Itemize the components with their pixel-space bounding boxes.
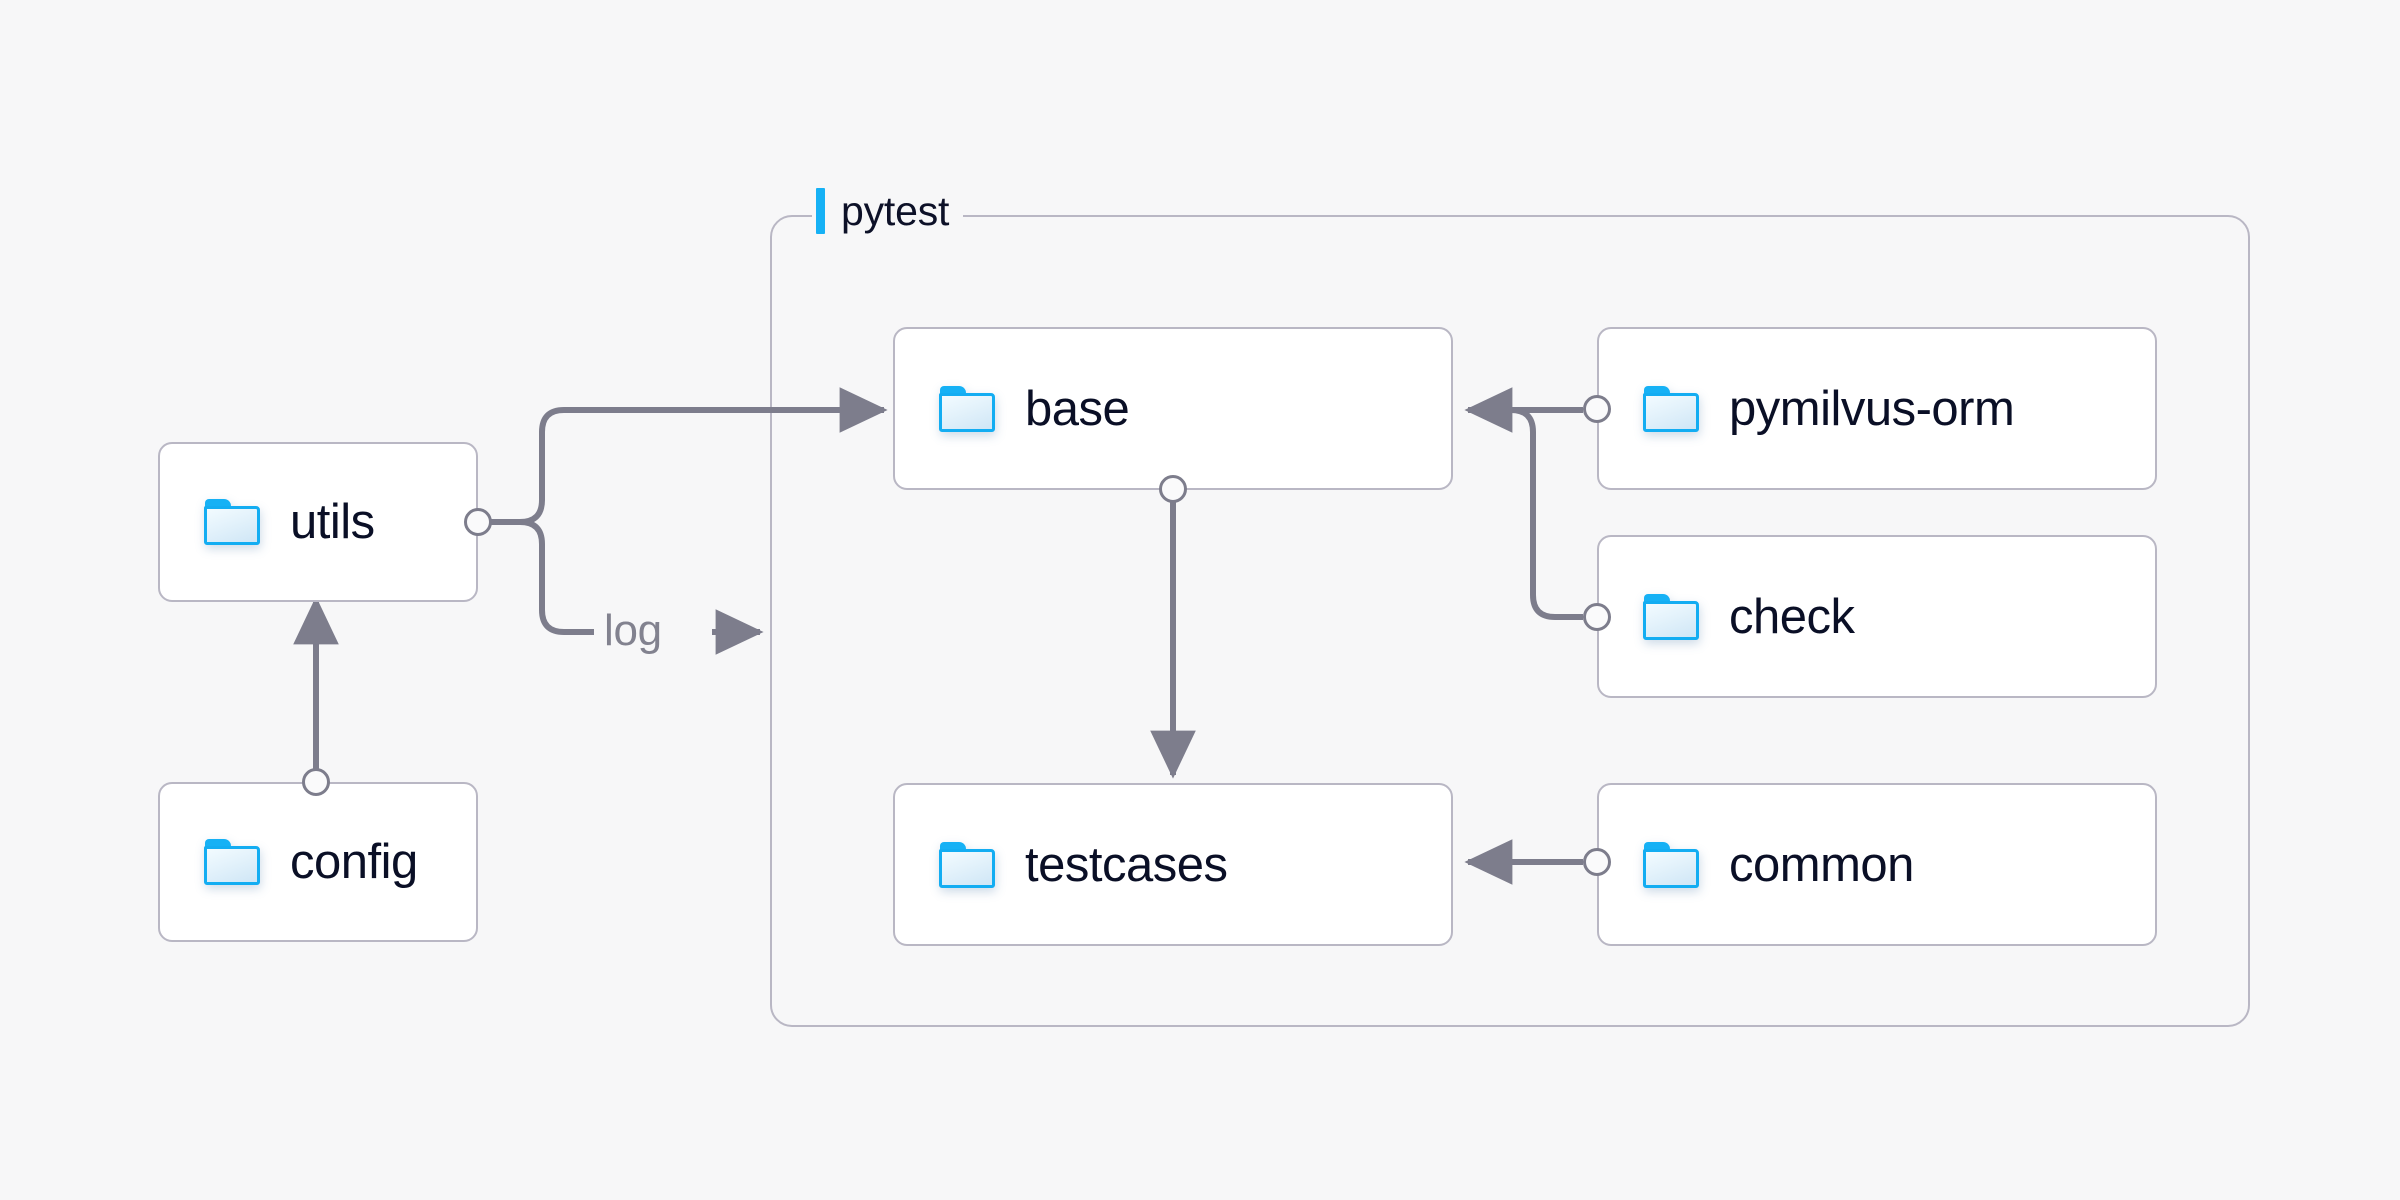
folder-icon <box>939 841 995 888</box>
node-base[interactable]: base <box>893 327 1453 490</box>
port-base-bottom[interactable] <box>1159 475 1187 503</box>
folder-icon <box>204 839 260 885</box>
node-label: base <box>1025 381 1130 436</box>
port-utils-right[interactable] <box>464 508 492 536</box>
edge-utils-log-branch <box>487 519 594 635</box>
node-config[interactable]: config <box>158 782 478 942</box>
node-common[interactable]: common <box>1597 783 2157 946</box>
node-label: common <box>1729 837 1914 892</box>
group-label-text: pytest <box>841 188 950 234</box>
folder-icon <box>1643 385 1699 432</box>
group-accent-bar <box>816 188 825 234</box>
group-pytest-box <box>770 215 2250 1027</box>
node-label: utils <box>290 495 375 549</box>
node-label: config <box>290 835 418 889</box>
folder-icon <box>1643 841 1699 888</box>
node-utils[interactable]: utils <box>158 442 478 602</box>
port-common-left[interactable] <box>1583 848 1611 876</box>
folder-icon <box>1643 593 1699 640</box>
node-pymilvus-orm[interactable]: pymilvus-orm <box>1597 327 2157 490</box>
folder-icon <box>204 499 260 545</box>
node-testcases[interactable]: testcases <box>893 783 1453 946</box>
port-config-top[interactable] <box>302 768 330 796</box>
folder-icon <box>939 385 995 432</box>
node-label: check <box>1729 589 1855 644</box>
node-label: testcases <box>1025 837 1228 892</box>
edge-label-log: log <box>604 606 662 655</box>
node-label: pymilvus-orm <box>1729 381 2015 436</box>
port-pymilvus-left[interactable] <box>1583 395 1611 423</box>
node-check[interactable]: check <box>1597 535 2157 698</box>
group-pytest-label: pytest <box>812 188 964 234</box>
port-check-left[interactable] <box>1583 603 1611 631</box>
